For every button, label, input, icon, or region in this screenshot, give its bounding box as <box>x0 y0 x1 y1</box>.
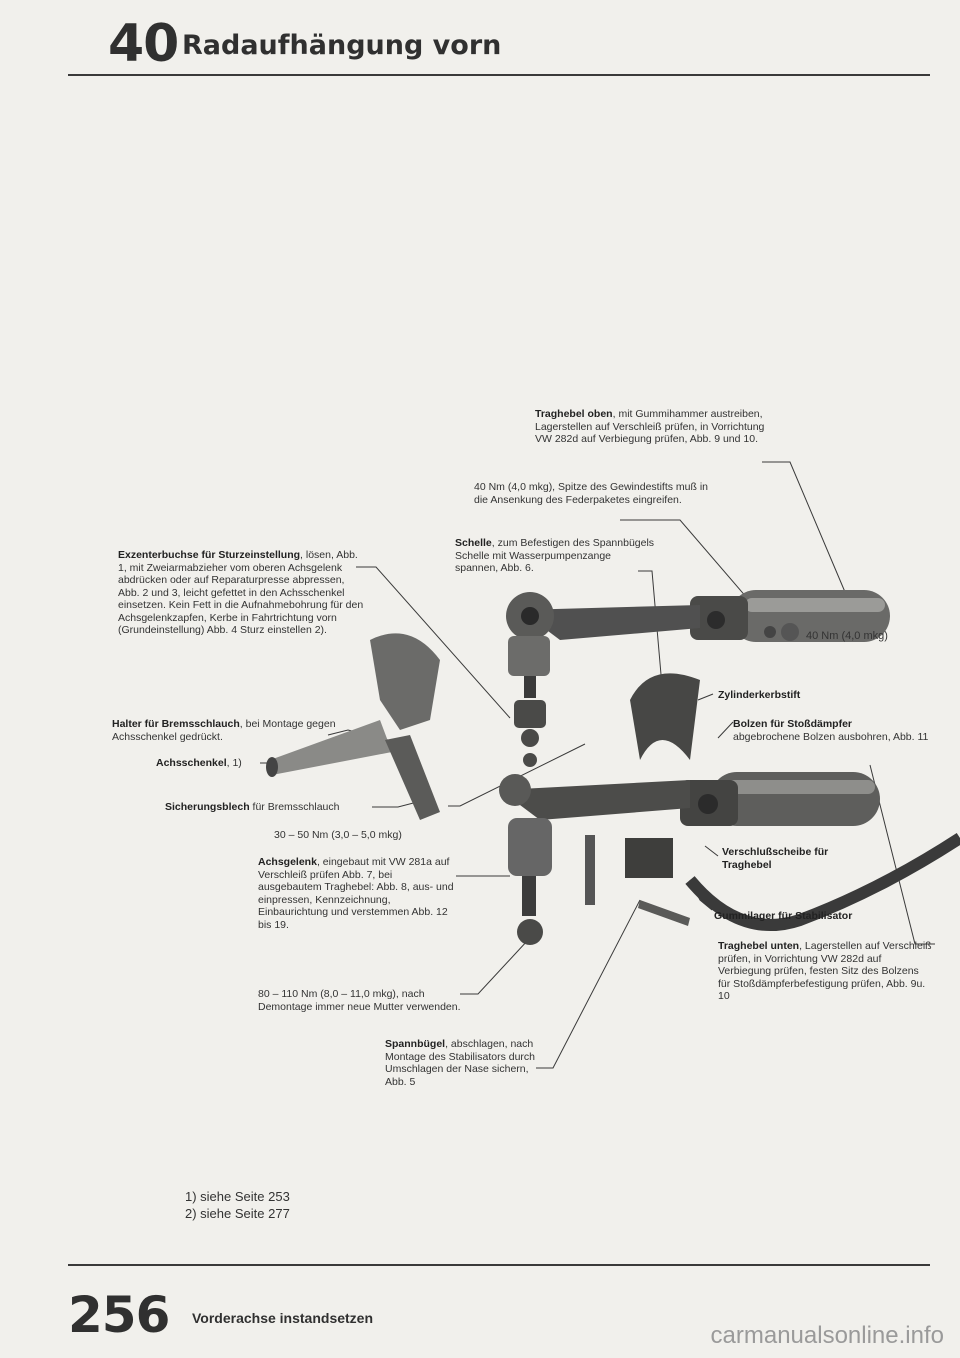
callout-nm40: 40 Nm (4,0 mkg) <box>806 630 888 642</box>
leader-nm30 <box>448 743 586 807</box>
watermark: carmanualsonline.info <box>710 1322 944 1349</box>
callout-traghebel-unten: Traghebel unten, Lagerstellen auf Versch… <box>718 940 932 1002</box>
callout-nm40-spitze: 40 Nm (4,0 mkg), Spitze des Gewindestift… <box>474 481 708 506</box>
leader-zylinder <box>697 693 714 701</box>
callout-achsgelenk: Achsgelenk, eingebaut mit VW 281a auf Ve… <box>258 856 454 931</box>
leader-nm80 <box>460 939 529 995</box>
callout-spannbuegel: Spannbügel, abschlagen, nach Montage des… <box>385 1038 535 1088</box>
mount-bracket <box>630 673 700 760</box>
chapter-number: 40 <box>108 14 179 74</box>
footnote-1: 1) siehe Seite 253 <box>185 1189 290 1204</box>
steering-knuckle <box>266 633 440 820</box>
callout-nm80-110: 80 – 110 Nm (8,0 – 11,0 mkg), nach Demon… <box>258 988 461 1013</box>
header-rule <box>68 74 930 76</box>
footnote-2: 2) siehe Seite 277 <box>185 1206 290 1221</box>
leader-bolzen <box>717 721 734 739</box>
leader-verschluss <box>704 845 719 857</box>
page-number: 256 <box>68 1286 170 1344</box>
callout-schelle: Schelle, zum Befestigen des Spannbügels … <box>455 537 655 574</box>
hardware-parts <box>508 700 690 945</box>
callout-gummilager: Gummilager für Stabilisator <box>714 910 853 922</box>
upper-trailing-arm <box>506 590 890 698</box>
callout-sicherungsblech: Sicherungsblech für Bremsschlauch <box>165 801 340 813</box>
callout-exzenterbuchse: Exzenterbuchse für Sturzeinstellung, lös… <box>118 549 364 636</box>
leader-traghebel-oben <box>762 461 846 593</box>
page-title: Radaufhängung vorn <box>182 30 502 61</box>
callout-halter-bremsschlauch: Halter für Bremsschlauch, bei Montage ge… <box>112 718 336 743</box>
leader-traghebel-unten <box>869 764 935 945</box>
leader-nm40-spitze <box>620 519 767 621</box>
leader-schelle <box>638 570 663 687</box>
callout-verschlussscheibe: Verschlußscheibe für Traghebel <box>722 846 829 871</box>
footer-rule <box>68 1264 930 1266</box>
callout-zylinderkerbstift: Zylinderkerbstift <box>718 689 801 701</box>
stabilizer-bar <box>685 832 960 931</box>
leader-spannbuegel <box>536 899 641 1069</box>
lower-trailing-arm <box>499 772 880 826</box>
callout-nm30-50: 30 – 50 Nm (3,0 – 5,0 mkg) <box>274 829 402 841</box>
leader-exzenter <box>356 566 511 719</box>
callout-achsschenkel: Achsschenkel, 1) <box>156 757 242 769</box>
footer-title: Vorderachse instandsetzen <box>192 1310 374 1326</box>
callout-traghebel-oben: Traghebel oben, mit Gummihammer austreib… <box>535 408 765 445</box>
footnotes: 1) siehe Seite 253 2) siehe Seite 277 <box>185 1188 290 1222</box>
